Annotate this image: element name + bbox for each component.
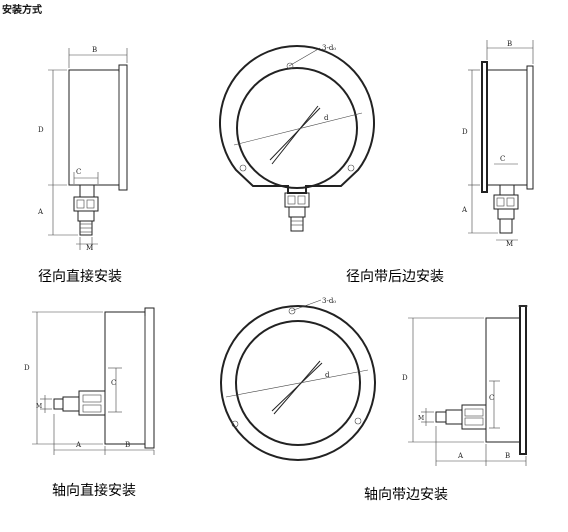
- pointer-needle: [269, 107, 321, 161]
- dim-label-d: D: [38, 126, 44, 134]
- mounting-hole: [239, 164, 247, 172]
- axial-flange-front-view: d 3-d₀: [220, 297, 376, 461]
- gauge-case: [486, 69, 528, 186]
- dim-label-small-d: d: [325, 371, 330, 379]
- dim-label-m: M: [86, 244, 93, 252]
- dim-label-b: B: [125, 441, 130, 449]
- dim-label-holes: 3-d₀: [322, 297, 336, 305]
- diameter-line: [225, 369, 369, 398]
- dim-label-b: B: [507, 40, 512, 48]
- front-bezel: [526, 65, 534, 190]
- dim-label-a: A: [457, 452, 464, 460]
- dim-label-a: A: [37, 208, 44, 216]
- front-bezel: [144, 307, 155, 449]
- dim-label-c: C: [500, 155, 505, 163]
- dim-label-a: A: [75, 441, 82, 449]
- gauge-case: [485, 317, 521, 443]
- caption-axial-flange: 轴向带边安装: [364, 487, 448, 503]
- front-bezel: [118, 64, 128, 191]
- gauge-case: [104, 311, 146, 445]
- dim-label-holes: 3-d₀: [322, 44, 336, 52]
- rear-flange-outline: [219, 45, 375, 194]
- dim-label-a: A: [461, 206, 468, 214]
- hex-socket: [73, 196, 99, 212]
- mounting-hole: [354, 417, 362, 425]
- radial-rear-flange-front-view: d 3-d₀: [219, 44, 375, 232]
- hex-socket: [284, 192, 310, 208]
- page-title: 安装方式: [2, 5, 42, 16]
- dim-label-b: B: [92, 46, 97, 54]
- caption-radial-direct: 径向直接安装: [38, 269, 122, 285]
- thread: [53, 398, 64, 410]
- mounting-hole: [231, 420, 239, 428]
- dim-label-m: M: [506, 240, 513, 248]
- dim-label-b: B: [505, 452, 510, 460]
- front-flange-plate: [519, 305, 527, 455]
- thread: [290, 216, 304, 232]
- stem: [79, 184, 95, 198]
- radial-rear-flange-side-view: B D A C M: [461, 40, 534, 248]
- dim-label-c: C: [111, 379, 116, 387]
- dial-face: [235, 320, 361, 446]
- diameter-line: [233, 112, 363, 146]
- thread: [435, 411, 447, 423]
- caption-radial-rear-flange: 径向带后边安装: [346, 269, 444, 285]
- dim-label-m: M: [36, 403, 42, 410]
- front-flange: [220, 305, 376, 461]
- radial-direct-side-view: B D A C M: [37, 46, 128, 252]
- dim-label-d: D: [462, 128, 468, 136]
- hex-socket: [493, 194, 519, 210]
- axial-flange-side-view: D C M A B: [402, 305, 528, 466]
- thread: [499, 218, 513, 234]
- mounting-hole: [286, 62, 294, 70]
- mounting-hole: [288, 307, 296, 315]
- dim-label-c: C: [489, 394, 494, 402]
- caption-axial-direct: 轴向直接安装: [52, 483, 136, 499]
- mounting-hole: [347, 164, 355, 172]
- dim-label-c: C: [76, 168, 81, 176]
- dial-face: [236, 67, 358, 189]
- dim-label-d: D: [402, 374, 408, 382]
- dim-label-d: D: [24, 364, 30, 372]
- dim-label-m: M: [418, 415, 424, 422]
- axial-direct-side-view: D C M A B: [24, 307, 155, 455]
- rear-flange-plate: [481, 61, 488, 193]
- hex-socket: [461, 404, 487, 430]
- dim-label-small-d: d: [324, 114, 329, 122]
